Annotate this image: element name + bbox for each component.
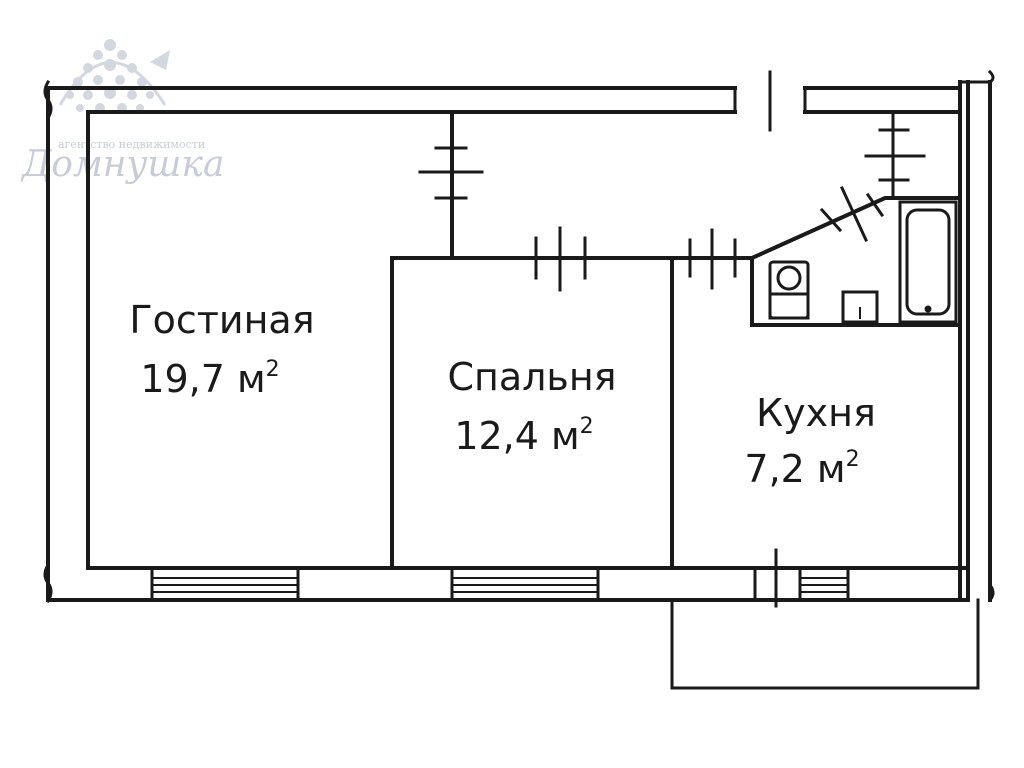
room-label-kitchen: Кухня 7,2 м2 (744, 391, 875, 491)
logo-brand-text: Домнушка (20, 144, 224, 185)
window-kitchen (753, 548, 850, 608)
window-living (150, 566, 300, 602)
room-name-bedroom: Спальня (447, 355, 616, 399)
balcony (670, 598, 980, 690)
room-label-bedroom: Спальня 12,4 м2 (447, 355, 616, 458)
interior-walls (390, 110, 962, 570)
wall-break-marks (43, 69, 995, 604)
outer-walls (46, 80, 992, 602)
bathtub-icon (898, 200, 958, 324)
sink-icon (841, 290, 879, 324)
window-bedroom (450, 566, 600, 602)
room-area-bedroom: 12,4 м2 (454, 414, 593, 458)
logo-small-text: агентство недвижимости (58, 138, 205, 151)
toilet-icon (768, 260, 810, 320)
room-name-living: Гостиная (129, 298, 314, 342)
agency-logo: агентство недвижимости Домнушка (20, 39, 224, 185)
room-area-kitchen: 7,2 м2 (744, 447, 859, 491)
logo-emblem-icon (58, 39, 170, 113)
room-label-living: Гостиная 19,7 м2 (129, 298, 314, 401)
riser-marks (418, 110, 926, 292)
room-area-living: 19,7 м2 (140, 357, 279, 401)
top-window (733, 70, 807, 132)
room-name-kitchen: Кухня (756, 391, 876, 435)
